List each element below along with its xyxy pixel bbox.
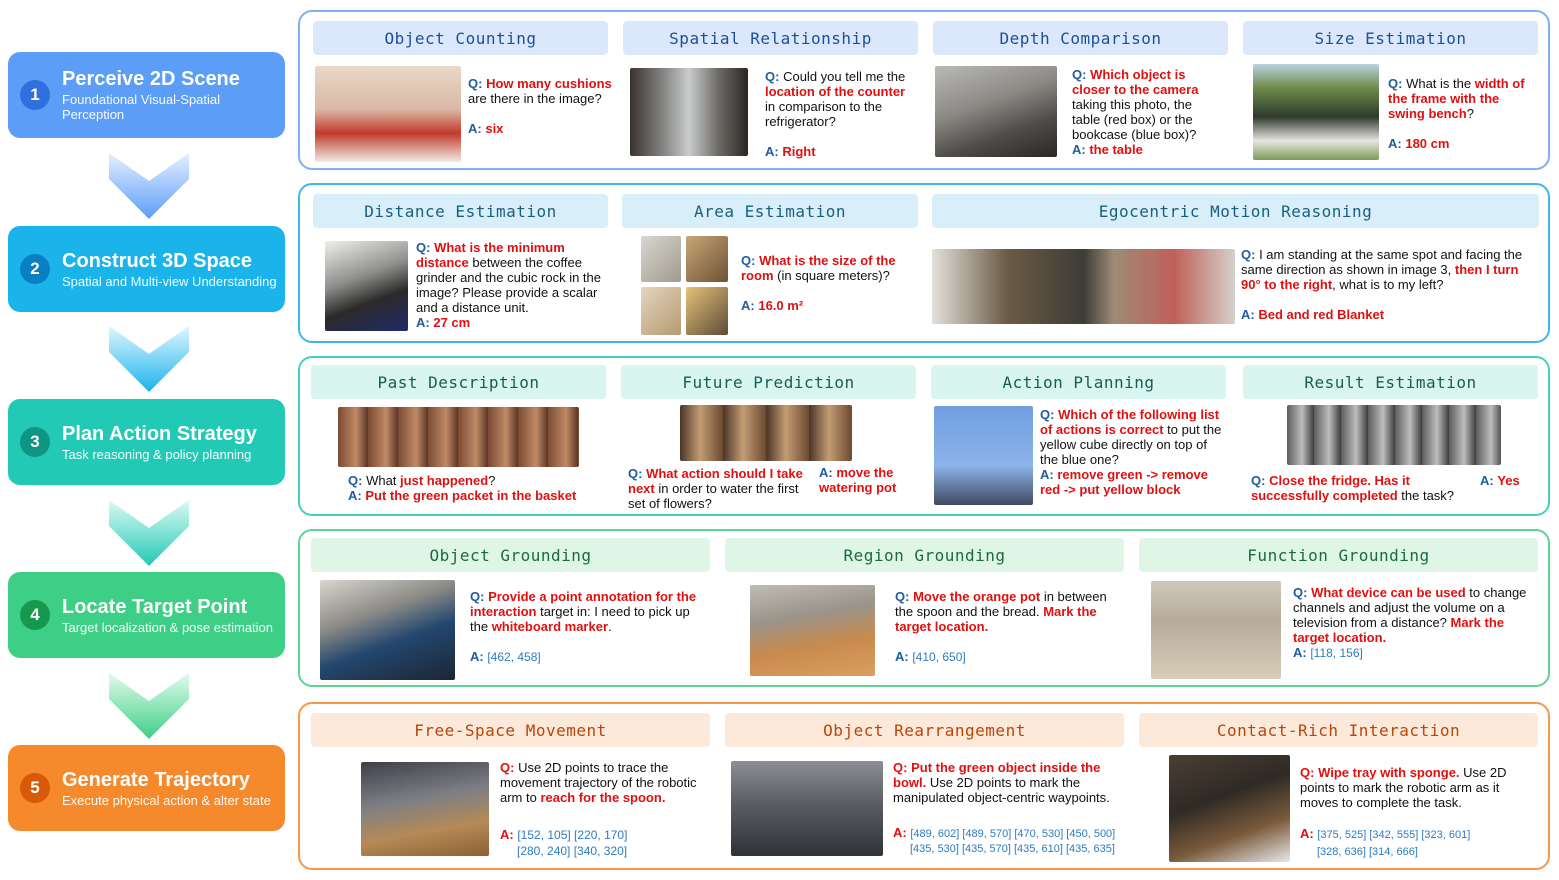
panel-construct — [298, 183, 1550, 343]
qa-egocentric-motion: Q: I am standing at the same spot and fa… — [1241, 247, 1523, 322]
refrigerator-image — [630, 68, 748, 156]
qa-free-space-movement: Q: Use 2D points to trace the movement t… — [500, 760, 697, 805]
step-subtitle: Execute physical action & alter state — [62, 792, 271, 808]
down-arrow-icon — [109, 326, 189, 392]
answer-future-prediction: A: move the watering pot — [819, 465, 897, 495]
qa-function-grounding: Q: What device can be used to change cha… — [1293, 585, 1527, 660]
qa-object-rearrangement: Q: Put the green object inside the bowl.… — [893, 760, 1110, 805]
step-title: Plan Action Strategy — [62, 422, 257, 445]
header-function-grounding: Function Grounding — [1139, 538, 1538, 572]
step-subtitle: Foundational Visual-Spatial Perception — [62, 92, 221, 122]
coffee-grinder-image — [325, 241, 408, 331]
answer-result-estimation: A: Yes — [1480, 473, 1520, 488]
panel-locate — [298, 529, 1550, 687]
robot-spoon-image — [361, 762, 489, 856]
fridge-frames-grid — [1287, 405, 1501, 465]
robot-arm-sim-image — [934, 406, 1033, 505]
step-number: 3 — [20, 427, 50, 457]
step-title: Construct 3D Space — [62, 249, 253, 272]
header-region-grounding: Region Grounding — [725, 538, 1124, 572]
rearrangement-scene-image — [731, 761, 883, 856]
qa-object-grounding: Q: Provide a point annotation for the in… — [470, 589, 697, 664]
qa-distance-estimation: Q: What is the minimum distance between … — [416, 240, 601, 330]
answer-contact-rich-interaction: A: [375, 525] [342, 555] [323, 601] [328… — [1300, 826, 1471, 858]
down-arrow-icon — [109, 673, 189, 739]
step-title: Locate Target Point — [62, 595, 248, 618]
step-title: Generate Trajectory — [62, 768, 250, 791]
header-area-estimation: Area Estimation — [622, 194, 918, 228]
swing-bench-image — [1253, 64, 1379, 160]
header-past-description: Past Description — [311, 365, 606, 399]
header-distance-estimation: Distance Estimation — [313, 194, 608, 228]
qa-result-estimation: Q: Close the fridge. Has it successfully… — [1251, 473, 1455, 503]
qa-future-prediction: Q: What action should I take next in ord… — [628, 466, 803, 511]
qa-spatial-relationship: Q: Could you tell me the location of the… — [765, 69, 906, 159]
step-subtitle: Task reasoning & policy planning — [62, 446, 252, 462]
panel-perceive — [298, 10, 1550, 170]
bedroom-image — [315, 66, 461, 162]
qa-area-estimation: Q: What is the size of the room (in squa… — [741, 253, 896, 313]
room-view-3 — [641, 287, 681, 335]
answer-free-space-movement: A: [152, 105] [220, 170] [280, 240] [340… — [500, 827, 628, 858]
down-arrow-icon — [109, 500, 189, 566]
header-size-estimation: Size Estimation — [1243, 21, 1538, 55]
header-future-prediction: Future Prediction — [621, 365, 916, 399]
header-contact-rich-interaction: Contact-Rich Interaction — [1139, 713, 1538, 747]
header-object-rearrangement: Object Rearrangement — [725, 713, 1124, 747]
step-title: Perceive 2D Scene — [62, 68, 240, 90]
qa-object-counting: Q: How many cushions are there in the im… — [468, 76, 612, 136]
qa-action-planning: Q: Which of the following list of action… — [1040, 407, 1222, 497]
past-frames-strip — [338, 407, 579, 467]
header-object-grounding: Object Grounding — [311, 538, 710, 572]
room-view-4 — [686, 287, 728, 335]
qa-past-description: Q: What just happened? A: Put the green … — [348, 473, 577, 503]
living-room-image — [935, 66, 1057, 157]
room-view-1 — [641, 236, 681, 282]
step-number: 4 — [20, 600, 50, 630]
header-free-space-movement: Free-Space Movement — [311, 713, 710, 747]
qa-size-estimation: Q: What is the width of the frame with t… — [1388, 76, 1525, 151]
header-spatial-relationship: Spatial Relationship — [623, 21, 918, 55]
qa-region-grounding: Q: Move the orange pot in between the sp… — [895, 589, 1107, 664]
panel-generate — [298, 702, 1550, 870]
step-number: 1 — [20, 80, 50, 110]
room-view-2 — [686, 236, 728, 282]
header-object-counting: Object Counting — [313, 21, 608, 55]
future-frames-grid — [680, 405, 852, 461]
header-result-estimation: Result Estimation — [1243, 365, 1538, 399]
step-subtitle: Target localization & pose estimation — [62, 619, 274, 635]
header-action-planning: Action Planning — [931, 365, 1226, 399]
qa-depth-comparison: Q: Which object is closer to the camera … — [1072, 67, 1199, 157]
header-egocentric-motion: Egocentric Motion Reasoning — [932, 194, 1539, 228]
qa-contact-rich-interaction: Q: Wipe tray with sponge. Use 2D points … — [1300, 765, 1507, 810]
tabletop-objects-image — [1151, 581, 1281, 679]
workspace-table-image — [320, 580, 455, 680]
step-subtitle: Spatial and Multi-view Understanding — [62, 273, 277, 289]
header-depth-comparison: Depth Comparison — [933, 21, 1228, 55]
step-number: 2 — [20, 254, 50, 284]
down-arrow-icon — [109, 153, 189, 219]
egocentric-room-image — [932, 249, 1235, 324]
wipe-tray-image — [1169, 755, 1290, 862]
step-number: 5 — [20, 773, 50, 803]
kitchen-counter-image — [750, 585, 875, 676]
answer-object-rearrangement: A: [489, 602] [489, 570] [470, 530] [450… — [893, 825, 1116, 856]
panel-plan — [298, 356, 1550, 516]
